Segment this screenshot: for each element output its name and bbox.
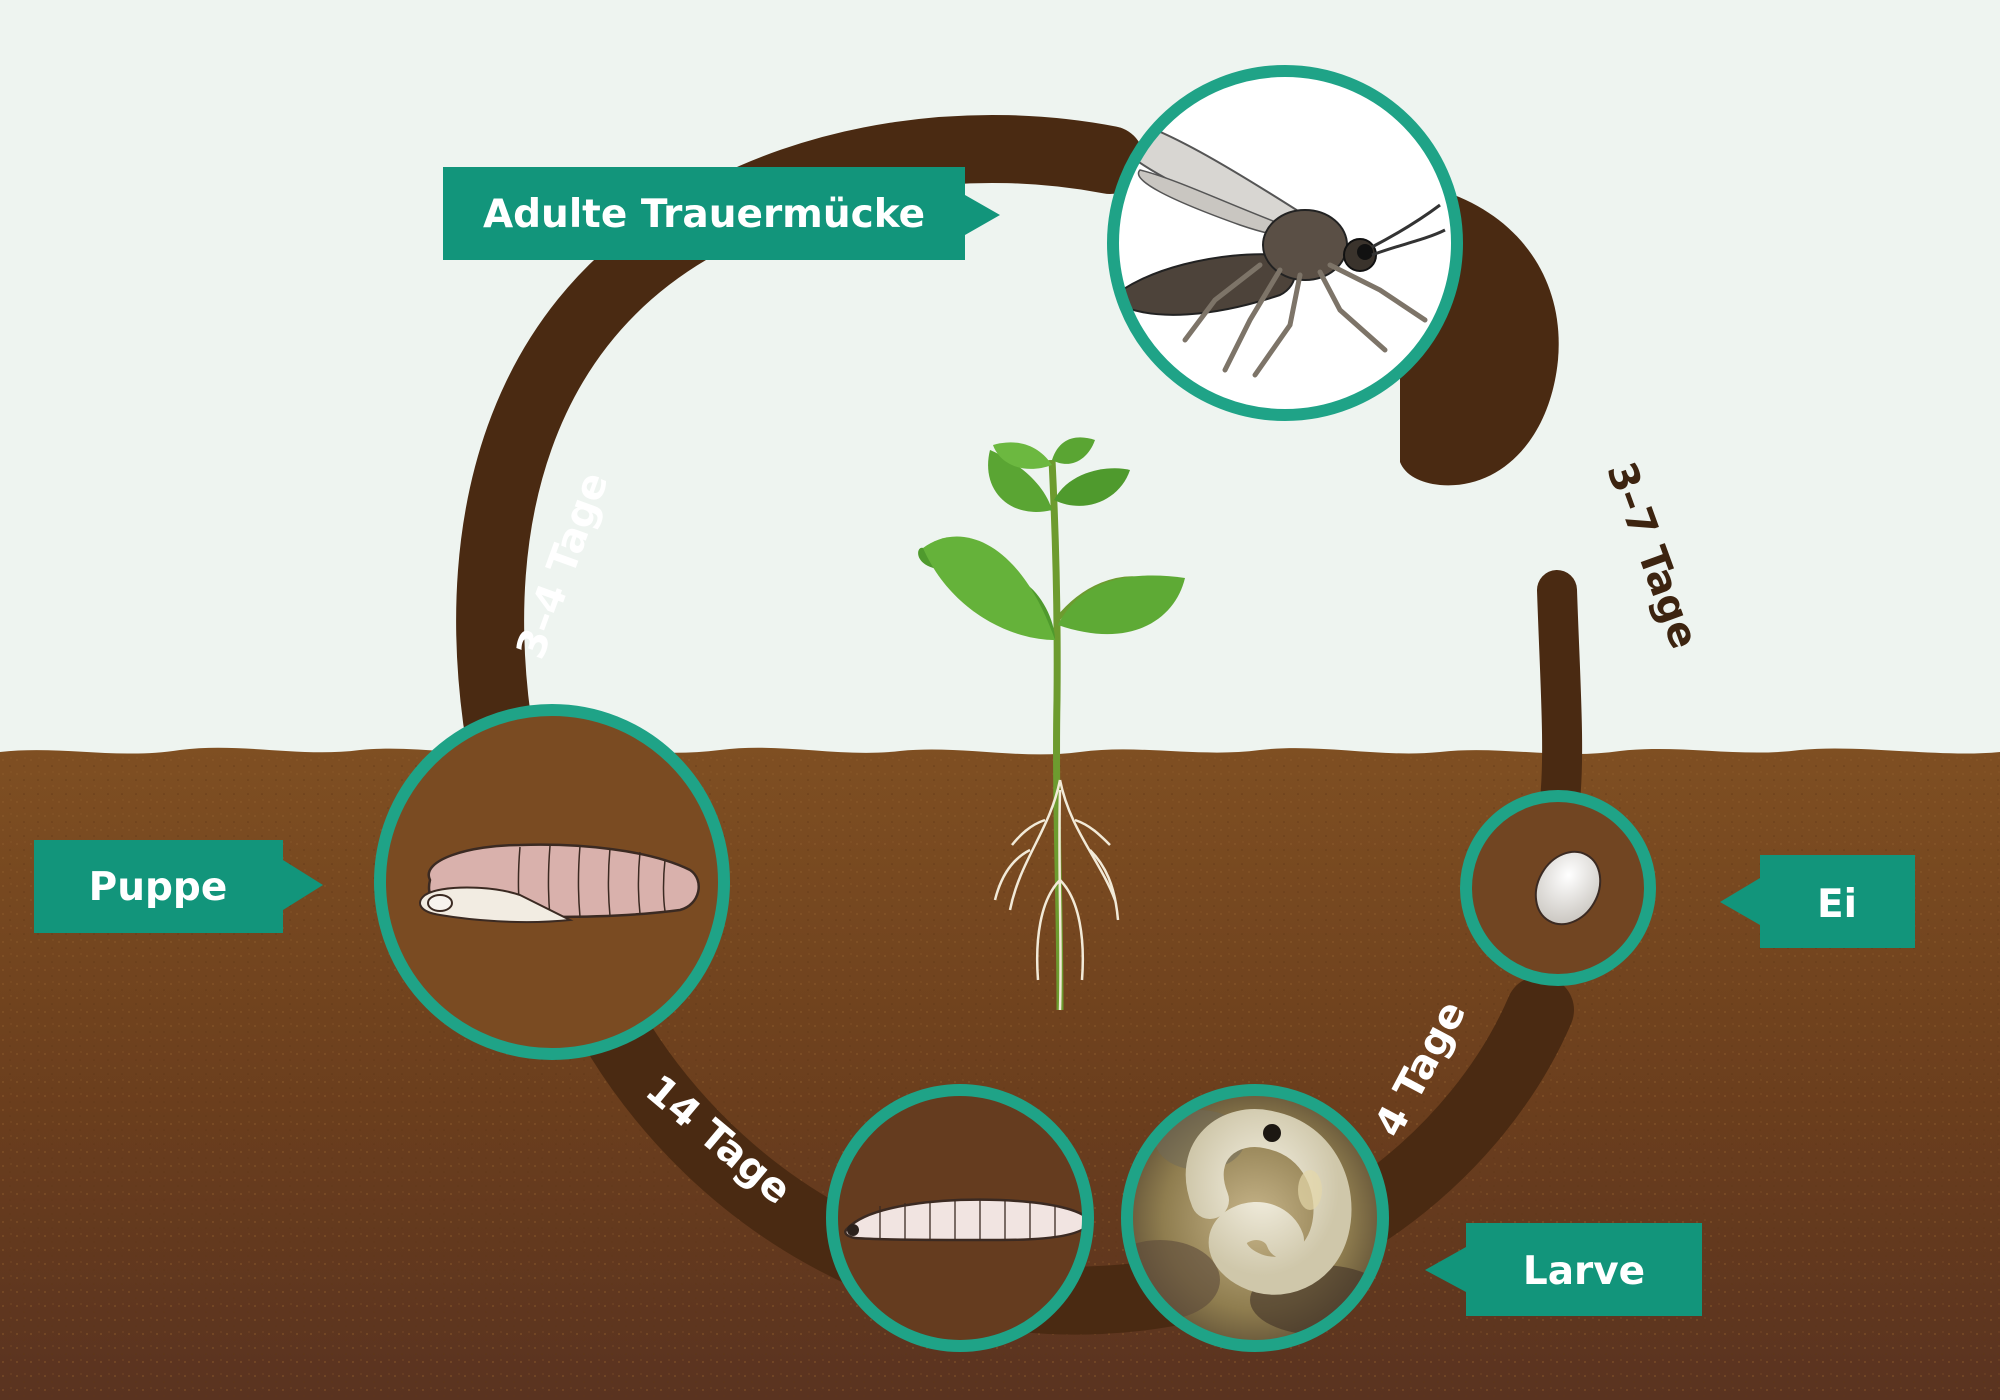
seedling-plant [918, 437, 1185, 1011]
label-larva-text: Larve [1523, 1249, 1645, 1294]
stage-circle-larva-photo [1121, 1084, 1389, 1352]
stage-circle-egg [1460, 790, 1656, 986]
label-larva: Larve [1425, 1223, 1702, 1316]
egg-illustration [1534, 850, 1602, 926]
plant-roots [993, 779, 1120, 1011]
stage-circle-adult [1107, 65, 1463, 421]
pupa-illustration [419, 843, 700, 924]
larva-illustration [844, 1198, 1088, 1242]
label-pupa-text: Puppe [89, 865, 228, 910]
ring-arc-pupa-larva-egg [586, 976, 1574, 1335]
label-egg-text: Ei [1817, 882, 1857, 927]
stage-circle-larva-drawing [826, 1084, 1094, 1352]
label-adult-text: Adulte Trauermücke [483, 192, 925, 237]
stage-circle-pupa [374, 704, 730, 1060]
label-pupa: Puppe [34, 840, 323, 933]
ring-stub-egg [1537, 570, 1583, 820]
label-adult: Adulte Trauermücke [443, 167, 1000, 260]
larva-photo [1127, 1109, 1383, 1335]
gnat-illustration [1113, 118, 1446, 378]
label-egg: Ei [1720, 855, 1915, 948]
